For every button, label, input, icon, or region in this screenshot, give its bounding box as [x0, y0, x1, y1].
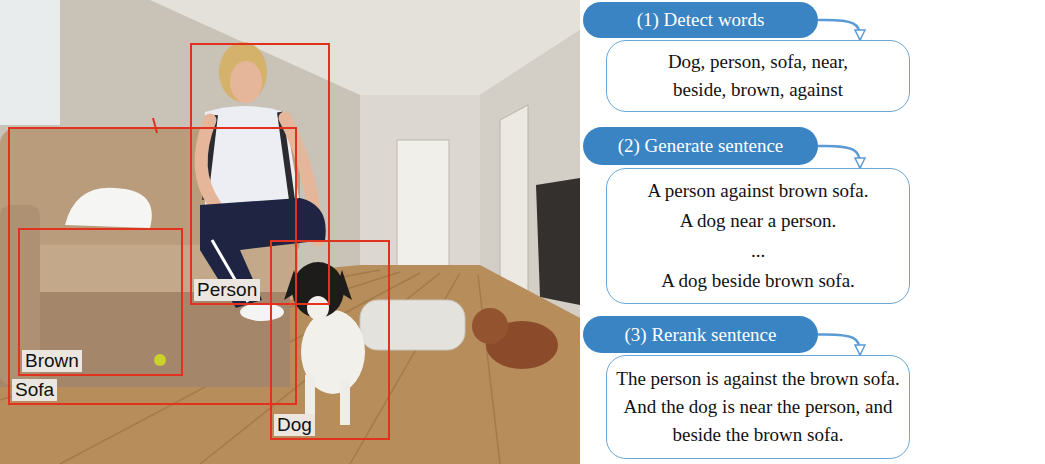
door [397, 140, 449, 267]
teddy-head [472, 308, 508, 344]
dog-leg [340, 380, 350, 425]
bounding-box: Dog [270, 240, 390, 440]
bounding-box: Brown [18, 228, 183, 376]
text-box: A person against brown sofa.A dog near a… [606, 168, 910, 304]
photo-illustration [0, 0, 580, 464]
step-arrow [818, 146, 860, 168]
bounding-box: Sofa Brown [8, 127, 297, 405]
step-title: (2) Generate sentence [618, 135, 784, 157]
step-arrow [818, 20, 860, 40]
step-title: (1) Detect words [637, 9, 765, 31]
plastic-bag [65, 188, 152, 228]
object-label: Brown [22, 350, 82, 372]
red-tick [153, 118, 157, 133]
floor-boards [0, 270, 500, 464]
person-arm [201, 120, 215, 205]
dog-toy [154, 354, 166, 366]
person-shoe [240, 303, 284, 321]
sentence-text: The person is against the brown sofa. An… [615, 365, 901, 449]
step-arrow [818, 335, 860, 356]
wooden-floor [0, 265, 580, 464]
step-title: (3) Rerank sentence [625, 324, 777, 346]
text-box: The person is against the brown sofa. An… [606, 355, 910, 459]
sentence-text: A person against brown sofa. [647, 176, 868, 206]
cabinet [536, 178, 580, 305]
object-label: Sofa [12, 379, 57, 401]
person-face [230, 61, 262, 103]
step-header: (1) Detect words [583, 2, 818, 38]
sofa-front [0, 292, 290, 387]
bounding-box: Person [190, 43, 330, 305]
text-box: Dog, person, sofa, near, beside, brown, … [606, 40, 910, 112]
sentence-text: A dog near a person. [680, 206, 837, 236]
sofa-seat [0, 245, 298, 300]
step-header: (3) Rerank sentence [583, 316, 818, 353]
sentence-text: Dog, person, sofa, near, beside, brown, … [648, 48, 868, 104]
object-label: Dog [274, 414, 315, 436]
person-hair [219, 42, 267, 102]
sentence-text: ... [751, 236, 765, 266]
side-door [500, 105, 528, 300]
wall [0, 0, 580, 464]
backpack-straps [205, 112, 292, 200]
dog-muzzle [307, 296, 329, 320]
object-label: Person [194, 279, 260, 301]
step-header: (2) Generate sentence [583, 127, 818, 165]
sentence-text: A dog beside brown sofa. [661, 266, 855, 296]
window [0, 0, 60, 125]
dog-cushion [360, 300, 465, 350]
